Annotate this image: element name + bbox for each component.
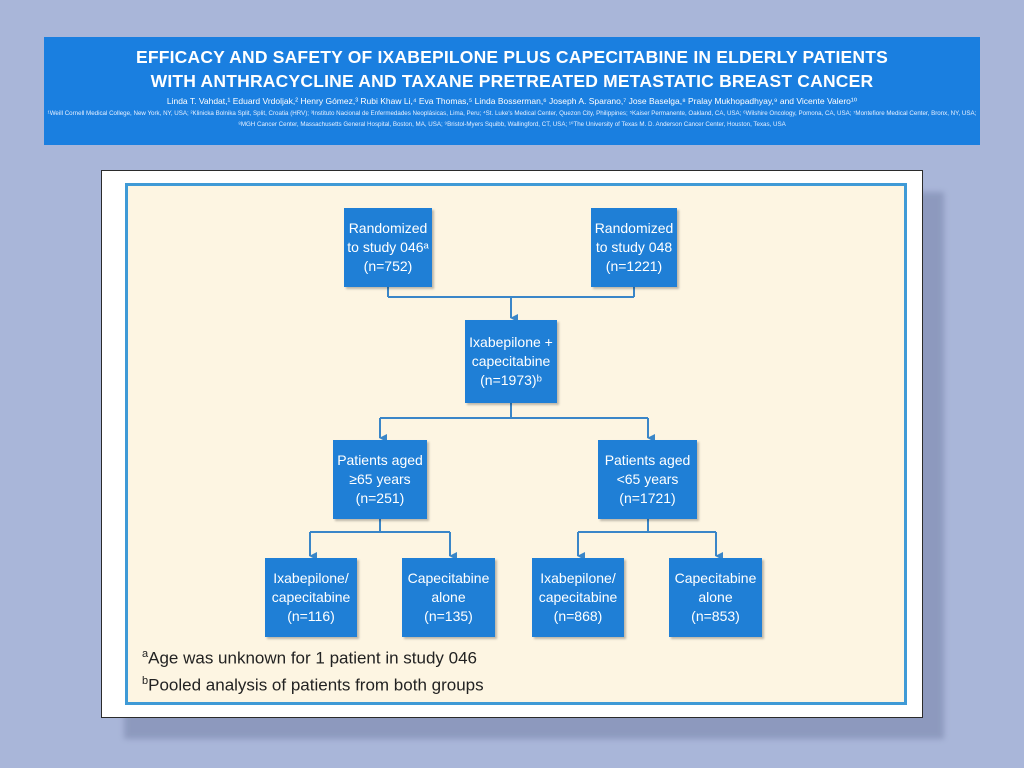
box-text: <65 years — [616, 471, 679, 487]
box-older-ixabepilone-capecitabine: Ixabepilone/ capecitabine (n=116) — [265, 558, 357, 637]
footnote-a-marker: a — [142, 648, 149, 660]
box-randomized-046: Randomized to study 046ᵃ (n=752) — [344, 208, 432, 287]
box-text: (n=752) — [363, 258, 413, 274]
box-text: to study 048 — [595, 239, 673, 255]
box-text: Ixabepilone/ — [540, 570, 616, 586]
box-text: capecitabine — [471, 353, 551, 369]
footnote-b: bPooled analysis of patients from both g… — [142, 675, 484, 696]
box-text: Randomized — [594, 220, 674, 236]
box-text: to study 046ᵃ — [347, 239, 429, 255]
box-text: Capecitabine — [674, 570, 757, 586]
box-patients-under-65: Patients aged <65 years (n=1721) — [598, 440, 697, 519]
affiliations-line-1: ¹Weill Cornell Medical College, New York… — [47, 110, 977, 117]
box-text: Patients aged — [604, 452, 691, 468]
box-text: Patients aged — [337, 452, 423, 468]
box-text: ≥65 years — [349, 471, 411, 487]
author-list: Linda T. Vahdat,¹ Eduard Vrdoljak,² Henr… — [166, 96, 858, 106]
box-older-capecitabine-alone: Capecitabine alone (n=135) — [402, 558, 495, 637]
box-text: (n=853) — [691, 608, 740, 624]
box-patients-65-plus: Patients aged ≥65 years (n=251) — [333, 440, 427, 519]
footnote-b-marker: b — [142, 675, 149, 687]
box-text: capecitabine — [271, 589, 351, 605]
footnote-b-text: Pooled analysis of patients from both gr… — [148, 675, 484, 695]
box-text: alone — [431, 589, 466, 605]
box-text: (n=1221) — [605, 258, 663, 274]
box-text: Capecitabine — [407, 570, 490, 586]
footnote-a-text: Age was unknown for 1 patient in study 0… — [148, 648, 478, 668]
box-text: Ixabepilone/ — [273, 570, 349, 586]
flowchart-panel — [125, 183, 907, 705]
title-line-2: WITH ANTHRACYCLINE AND TAXANE PRETREATED… — [150, 71, 874, 91]
header-banner: EFFICACY AND SAFETY OF IXABEPILONE PLUS … — [44, 37, 980, 145]
box-text: capecitabine — [538, 589, 618, 605]
affiliations-line-2: ⁸MGH Cancer Center, Massachusetts Genera… — [238, 121, 786, 128]
title-line-1: EFFICACY AND SAFETY OF IXABEPILONE PLUS … — [135, 47, 889, 67]
box-text: (n=1973)ᵇ — [480, 372, 542, 388]
box-text: Ixabepilone + — [469, 334, 553, 350]
box-randomized-048: Randomized to study 048 (n=1221) — [591, 208, 677, 287]
box-younger-ixabepilone-capecitabine: Ixabepilone/ capecitabine (n=868) — [532, 558, 624, 637]
box-text: (n=251) — [355, 490, 405, 506]
box-text: (n=116) — [287, 608, 335, 624]
box-text: Randomized — [348, 220, 428, 236]
box-text: alone — [698, 589, 733, 605]
figure-frame — [101, 170, 923, 718]
box-younger-capecitabine-alone: Capecitabine alone (n=853) — [669, 558, 762, 637]
poster-title: EFFICACY AND SAFETY OF IXABEPILONE PLUS … — [44, 45, 980, 93]
box-text: (n=1721) — [619, 490, 676, 506]
box-text: (n=135) — [424, 608, 473, 624]
footnote-a: aAge was unknown for 1 patient in study … — [142, 648, 477, 669]
box-pooled-ixabepilone-capecitabine: Ixabepilone + capecitabine (n=1973)ᵇ — [465, 320, 557, 403]
box-text: (n=868) — [553, 608, 603, 624]
